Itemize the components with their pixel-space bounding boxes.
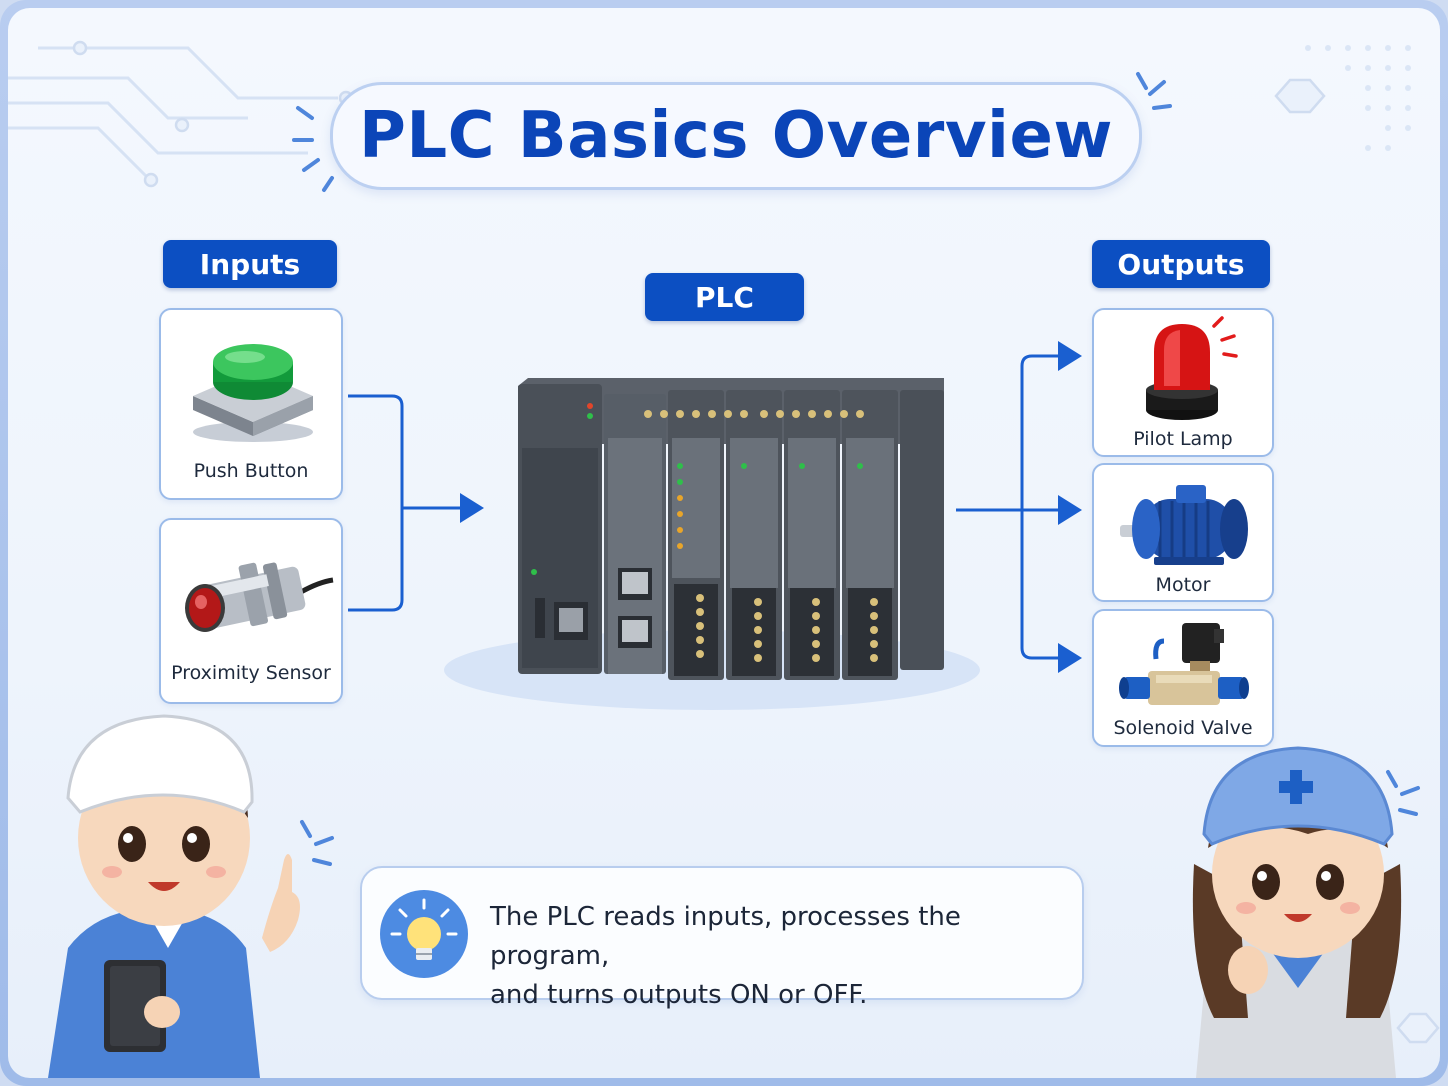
background-circuit-decoration [8,40,1440,1044]
explanation-line-1: The PLC reads inputs, processes the prog… [490,902,961,971]
output-label-solenoid-valve: Solenoid Valve [1113,717,1253,739]
engineer-boy-illustration [48,714,334,1078]
lightbulb-icon [380,890,468,978]
output-motor-box: Motor [1092,463,1274,602]
pilot-lamp-icon [1146,316,1238,420]
outputs-label: Outputs [1092,240,1270,288]
title-banner: PLC Basics Overview [330,82,1142,190]
page-title: PLC Basics Overview [358,99,1114,173]
explanation-callout: The PLC reads inputs, processes the prog… [360,866,1084,1010]
output-pilot-lamp-box: Pilot Lamp [1092,308,1274,457]
solenoid-valve-icon [1119,623,1249,705]
push-button-icon [193,344,313,442]
output-label-pilot-lamp: Pilot Lamp [1133,428,1233,450]
plc-device-icon [444,378,980,710]
explanation-line-2: and turns outputs ON or OFF. [490,980,868,1010]
input-label-push-button: Push Button [193,460,309,482]
diagram-card: PLC Basics Overview Inputs PLC Outputs P… [8,8,1440,1078]
motor-icon [1120,485,1248,565]
engineer-girl-illustration [1192,746,1420,1078]
plc-label: PLC [645,273,804,321]
input-push-button-box: Push Button [159,308,343,500]
proximity-sensor-icon [185,562,334,632]
input-proximity-sensor-box: Proximity Sensor [159,518,343,704]
explanation-text: The PLC reads inputs, processes the prog… [490,898,1070,1015]
input-label-proximity-sensor: Proximity Sensor [171,662,331,684]
inputs-label: Inputs [163,240,337,288]
output-solenoid-valve-box: Solenoid Valve [1092,609,1274,747]
output-label-motor: Motor [1155,574,1211,596]
